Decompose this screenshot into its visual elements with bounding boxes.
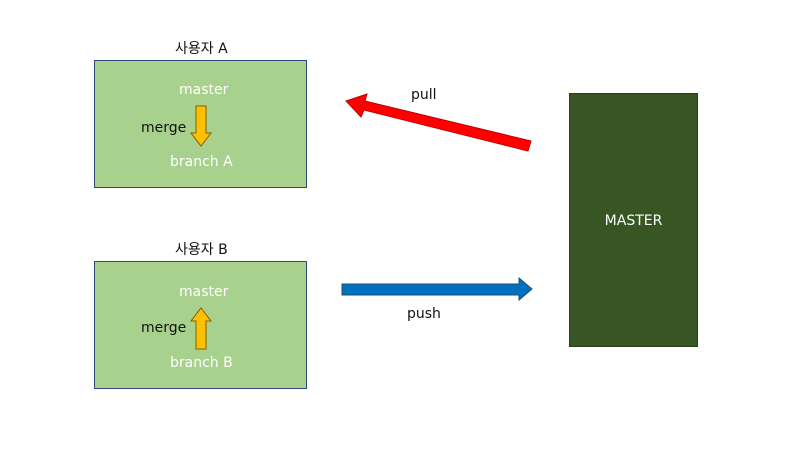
push-arrow-icon (341, 276, 533, 302)
user-b-branch-label: branch B (170, 355, 233, 371)
user-a-master-label: master (179, 82, 229, 98)
user-a-merge-label: merge (141, 120, 187, 136)
pull-arrow-icon (345, 93, 532, 152)
user-a-branch-label: branch A (170, 154, 233, 170)
merge-down-arrow-icon (189, 105, 213, 147)
user-b-box: master merge branch B (94, 261, 307, 389)
remote-master-label: MASTER (604, 213, 663, 229)
merge-up-arrow-icon (189, 307, 213, 350)
remote-master-box: MASTER (569, 93, 698, 347)
user-b-merge-label: merge (141, 320, 187, 336)
user-b-title: 사용자 B (175, 242, 228, 258)
push-label: push (407, 306, 441, 322)
user-b-master-label: master (179, 284, 229, 300)
pull-label: pull (411, 87, 437, 103)
user-a-title: 사용자 A (175, 41, 228, 57)
